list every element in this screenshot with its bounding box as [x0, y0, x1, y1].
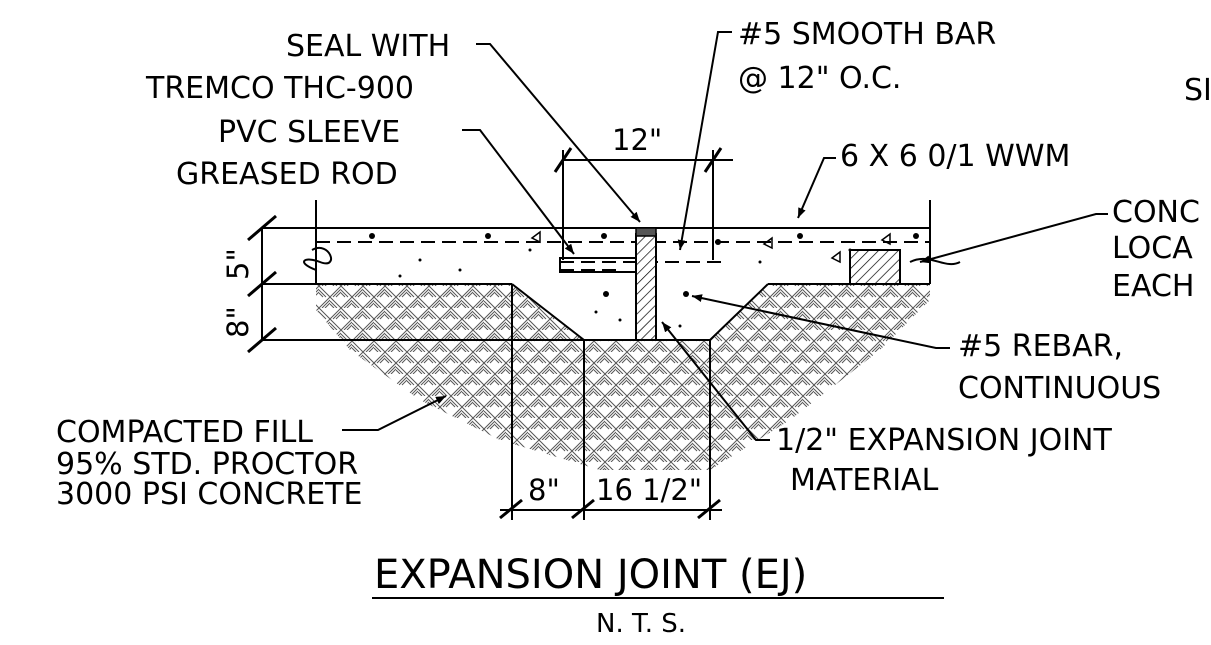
fill-label-line3: 3000 PSI CONCRETE [56, 477, 362, 512]
fill-label-line1: COMPACTED FILL [56, 415, 313, 450]
pvc-label-line1: PVC SLEEVE [218, 115, 400, 150]
left-width-label: 8" [528, 473, 560, 507]
compacted-fill-soil [316, 284, 930, 470]
right-width-label: 16 1/2" [596, 473, 702, 507]
rebar-label-line2: CONTINUOUS [958, 371, 1161, 406]
seal-label-line1: SEAL WITH [286, 29, 450, 64]
wwm-label: 6 X 6 0/1 WWM [840, 139, 1070, 174]
joint-label-line2: MATERIAL [790, 463, 939, 498]
joint-label-line1: 1/2" EXPANSION JOINT [776, 423, 1112, 458]
pvc-label-line2: GREASED ROD [176, 157, 398, 192]
edge-text-each: EACH [1112, 269, 1194, 304]
rebar-label-line1: #5 REBAR, [958, 329, 1123, 364]
smooth-bar-label-line2: @ 12" O.C. [738, 61, 901, 96]
edge-text-loca: LOCA [1112, 231, 1193, 266]
thickened-depth-label: 8" [221, 306, 255, 338]
slab-thickness-label: 5" [221, 248, 255, 280]
edge-text-s: SI [1184, 73, 1211, 108]
smooth-bar-label-line1: #5 SMOOTH BAR [738, 17, 996, 52]
scale-note: N. T. S. [596, 609, 686, 639]
slab-thickness-dimension [247, 214, 277, 354]
edge-block [849, 249, 901, 285]
dowel-length-dimension [553, 147, 733, 260]
fill-label-line2: 95% STD. PROCTOR [56, 447, 358, 482]
joint-sealant [635, 227, 657, 237]
detail-title: EXPANSION JOINT (EJ) [374, 552, 807, 598]
dowel-length-label: 12" [612, 123, 662, 157]
expansion-joint-material [635, 233, 657, 341]
seal-label-line2: TREMCO THC-900 [145, 71, 414, 106]
concrete-triangles [530, 230, 891, 264]
bottom-width-dimension [499, 284, 722, 520]
leader-lines [315, 31, 1108, 441]
edge-text-conc: CONC [1112, 195, 1200, 230]
